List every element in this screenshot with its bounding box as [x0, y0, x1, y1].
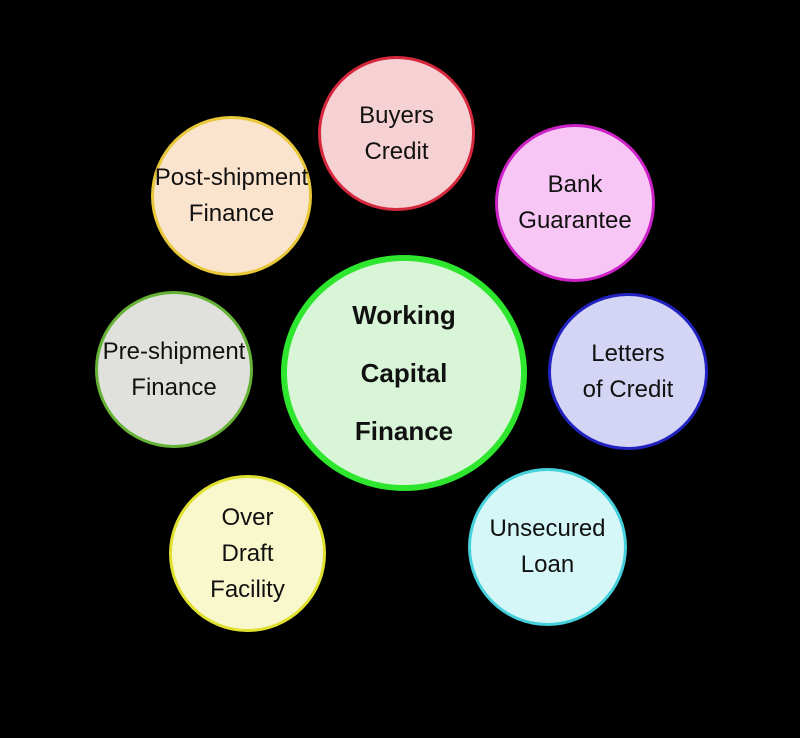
center-circle-working-capital-finance: Working Capital Finance [281, 255, 527, 491]
circle-unsecured-loan: Unsecured Loan [468, 468, 627, 626]
circle-bank-guarantee: Bank Guarantee [495, 124, 655, 282]
circle-label: Post-shipment Finance [154, 164, 309, 227]
circle-buyers-credit: Buyers Credit [318, 56, 475, 211]
circle-label: Unsecured Loan [489, 515, 606, 578]
circle-label: Bank Guarantee [518, 171, 632, 234]
circle-post-shipment-finance: Post-shipment Finance [151, 116, 312, 276]
circle-label: Buyers Credit [359, 101, 434, 165]
circle-label: Letters of Credit [582, 339, 674, 403]
circle-pre-shipment-finance: Pre-shipment Finance [95, 291, 253, 448]
circle-overdraft-facility: Over Draft Facility [169, 475, 326, 632]
circle-letters-of-credit: Letters of Credit [548, 293, 708, 450]
circle-label: Over Draft Facility [210, 503, 285, 603]
center-label: Working Capital Finance [352, 300, 456, 446]
circle-label: Pre-shipment Finance [102, 337, 246, 401]
